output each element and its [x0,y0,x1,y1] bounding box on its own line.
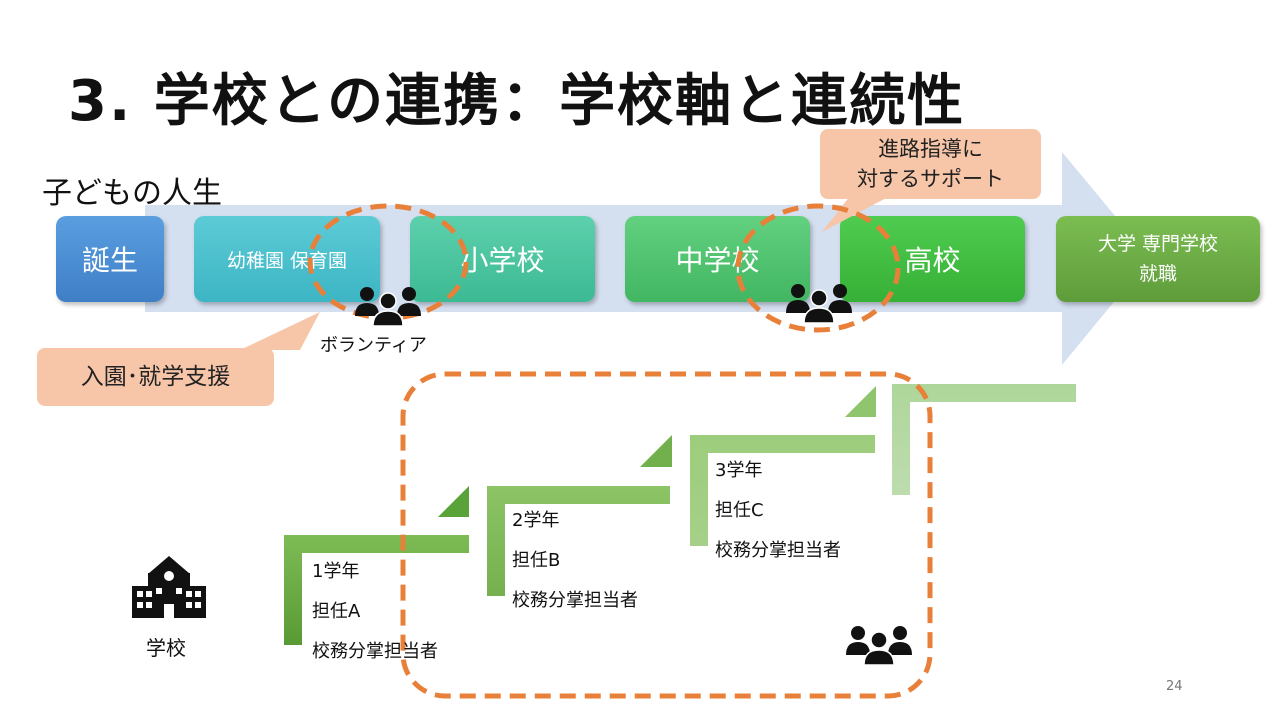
grade-role: 校務分掌担当者 [512,590,638,611]
grade-2-info: 2学年 担任B 校務分掌担当者 [512,501,638,621]
grade-teacher: 担任A [312,601,361,622]
stage-birth: 誕生 [56,216,164,302]
callout-text: 入園･就学支援 [80,364,231,390]
stage-university-work: 大学 専門学校 就職 [1056,216,1260,302]
volunteer-label: ボランティア [320,335,427,356]
people-group-icon [355,285,421,327]
step-triangle-1 [438,486,469,517]
grade-step-2 [487,486,670,596]
life-label: 子どもの人生 [42,176,222,211]
stage-label-line1: 大学 専門学校 [1097,233,1219,255]
stage-high-school: 高校 [840,216,1025,302]
grade-step-4 [892,384,1076,495]
grade-year: 1学年 [312,561,360,582]
stage-label: 高校 [904,244,961,277]
stage-label: 誕生 [81,244,138,277]
stage-label: 幼稚園 保育園 [226,249,348,272]
callout-line1: 進路指導に [878,137,983,161]
career-guidance-callout: 進路指導に 対するサポート [820,129,1041,199]
page-title: 3. 学校との連携：学校軸と連続性 [68,69,966,134]
career-dashed-circle [735,203,901,333]
school-label: 学校 [146,636,186,660]
grade-3-info: 3学年 担任C 校務分掌担当者 [715,451,841,571]
grade-step-3 [690,435,875,546]
stage-kindergarten: 幼稚園 保育園 [194,216,380,302]
school-building-icon [132,556,206,618]
stage-elementary: 小学校 [410,216,595,302]
grade-step-1 [284,535,469,645]
stage-middle-school: 中学校 [625,216,810,302]
enrollment-support-callout: 入園･就学支援 [37,348,274,406]
grade-role: 校務分掌担当者 [312,641,438,662]
callout-line2: 対するサポート [857,167,1004,191]
step-triangle-2 [640,435,672,467]
page-number: 24 [1166,679,1183,694]
people-group-icon [786,282,852,324]
people-group-icon [846,624,912,666]
school-axis-dashed-outline [400,371,933,699]
grade-teacher: 担任B [512,550,561,571]
grade-year: 3学年 [715,460,763,481]
stage-label: 中学校 [675,244,760,277]
grade-role: 校務分掌担当者 [715,540,841,561]
grade-year: 2学年 [512,510,560,531]
grade-teacher: 担任C [715,500,764,521]
stage-label-line2: 就職 [1138,263,1177,285]
grade-1-info: 1学年 担任A 校務分掌担当者 [312,552,438,672]
stage-label: 小学校 [460,244,545,277]
step-triangle-3 [845,386,876,417]
